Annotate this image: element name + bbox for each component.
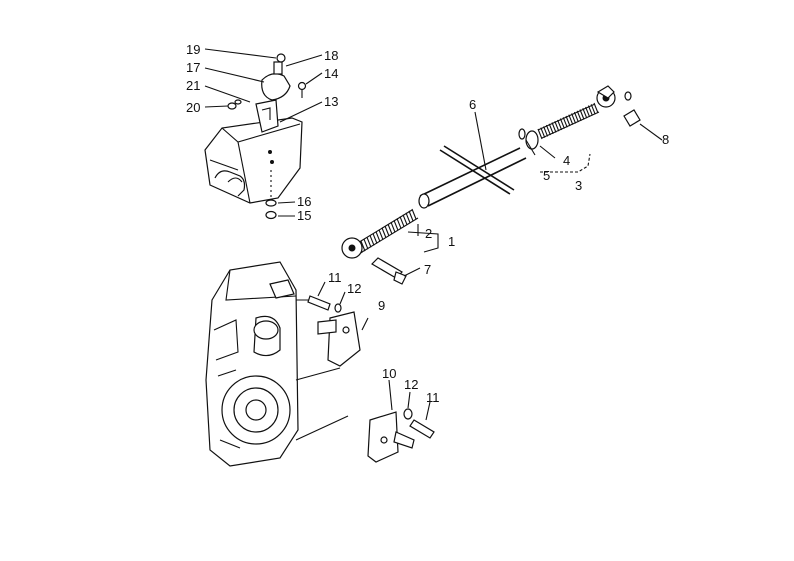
thread-mark bbox=[585, 106, 591, 118]
thread-mark bbox=[399, 216, 405, 227]
thread-mark bbox=[360, 240, 366, 252]
thread-mark bbox=[562, 117, 568, 128]
pin-7 bbox=[371, 257, 407, 285]
thread-mark bbox=[366, 237, 372, 248]
callout-7: 7 bbox=[424, 262, 431, 277]
thread-mark bbox=[543, 126, 549, 137]
thread-mark bbox=[393, 220, 399, 231]
nut-15-16 bbox=[265, 170, 277, 220]
callout-3: 3 bbox=[575, 178, 582, 193]
callout-11-upper: 11 bbox=[328, 270, 342, 285]
bracket-9 bbox=[317, 311, 361, 367]
callout-11-lower: 11 bbox=[426, 390, 440, 405]
bracket-13 bbox=[255, 99, 279, 133]
callout-19: 19 bbox=[186, 42, 200, 57]
thread-mark bbox=[387, 223, 393, 235]
nut-4-5 bbox=[518, 128, 539, 150]
callout-17: 17 bbox=[186, 60, 200, 75]
bolt-11-lower bbox=[409, 419, 435, 439]
thread-mark bbox=[411, 208, 417, 220]
thread-mark bbox=[573, 111, 579, 123]
thread-mark bbox=[593, 102, 599, 114]
callout-9: 9 bbox=[378, 298, 385, 313]
thread-mark bbox=[579, 109, 585, 120]
thread-mark bbox=[381, 227, 387, 239]
thread-mark bbox=[375, 231, 381, 242]
thread-mark bbox=[587, 105, 593, 116]
callout-20: 20 bbox=[186, 100, 200, 115]
callout-12-lower: 12 bbox=[404, 377, 418, 392]
rod-6 bbox=[418, 145, 527, 209]
thread-mark bbox=[540, 127, 546, 138]
pin-8 bbox=[623, 91, 641, 127]
callout-18: 18 bbox=[324, 48, 338, 63]
callout-2: 2 bbox=[425, 226, 432, 241]
washer-20-21 bbox=[227, 99, 242, 110]
callout-13: 13 bbox=[324, 94, 338, 109]
washer-12-lower bbox=[403, 408, 413, 420]
thread-mark bbox=[378, 229, 384, 240]
thread-mark bbox=[551, 122, 557, 133]
washer-12-upper bbox=[334, 303, 342, 313]
thread-mark bbox=[396, 218, 402, 229]
thread-mark bbox=[402, 214, 408, 225]
callout-12-upper: 12 bbox=[347, 281, 361, 296]
callout-15: 15 bbox=[297, 208, 311, 223]
engine-block bbox=[205, 261, 320, 467]
cover-housing bbox=[204, 117, 303, 204]
callout-16: 16 bbox=[297, 194, 311, 209]
callout-labels: 19 18 17 14 21 20 13 16 15 6 8 4 5 3 2 1… bbox=[186, 42, 669, 405]
callout-5: 5 bbox=[543, 168, 550, 183]
callout-1: 1 bbox=[448, 234, 455, 249]
nut-19 bbox=[276, 53, 286, 63]
thread-mark bbox=[568, 114, 574, 125]
thread-mark bbox=[557, 119, 563, 131]
thread-mark bbox=[548, 123, 554, 135]
callout-14: 14 bbox=[324, 66, 338, 81]
thread-mark bbox=[571, 113, 577, 124]
thread-mark bbox=[565, 115, 571, 127]
thread-mark bbox=[582, 107, 588, 119]
thread-mark bbox=[363, 239, 369, 250]
thread-mark bbox=[590, 104, 596, 115]
screw-14 bbox=[297, 81, 307, 98]
callout-10: 10 bbox=[382, 366, 396, 381]
thread-mark bbox=[405, 212, 411, 223]
thread-mark bbox=[537, 128, 543, 140]
threaded-rod-3 bbox=[537, 85, 616, 140]
bolt-11-upper bbox=[307, 295, 331, 311]
thread-mark bbox=[559, 118, 565, 129]
bracket-10 bbox=[367, 411, 415, 463]
thread-mark bbox=[369, 235, 375, 246]
callout-21: 21 bbox=[186, 78, 200, 93]
callout-4: 4 bbox=[563, 153, 570, 168]
thread-mark bbox=[554, 120, 560, 132]
thread-mark bbox=[372, 233, 378, 244]
thread-mark bbox=[408, 210, 414, 222]
threaded-rod-1 bbox=[341, 208, 419, 259]
thread-mark bbox=[576, 110, 582, 122]
callout-6: 6 bbox=[469, 97, 476, 112]
callout-8: 8 bbox=[662, 132, 669, 147]
switch-17 bbox=[261, 61, 291, 101]
thread-mark bbox=[390, 222, 396, 233]
thread-mark bbox=[545, 124, 551, 136]
leader-lines bbox=[204, 48, 663, 441]
thread-mark bbox=[384, 225, 390, 237]
